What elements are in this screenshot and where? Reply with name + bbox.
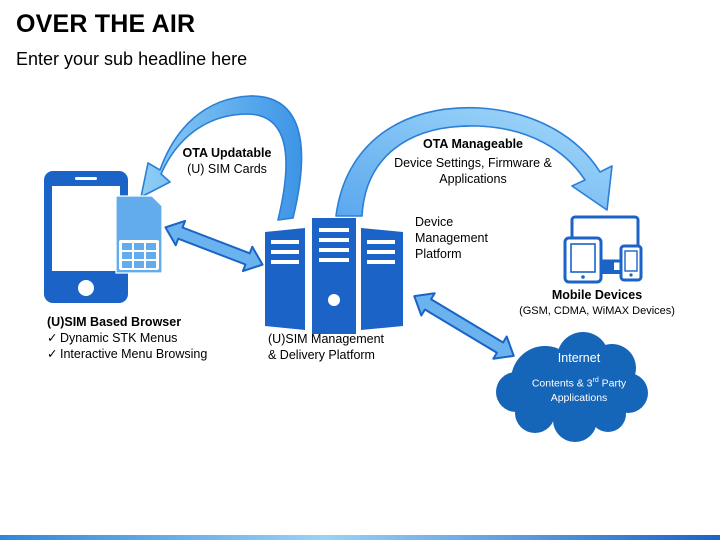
smartphone-icon [44,171,128,303]
ota-updatable-label: OTA Updatable (U) SIM Cards [172,145,282,177]
internet-title: Internet [557,351,601,365]
cloud-icon [496,332,648,442]
sim-browser-title: (U)SIM Based Browser [47,315,182,329]
multi-device-icon [563,215,643,284]
ota-manageable-line2: Applications [439,172,507,186]
sim-browser-block: (U)SIM Based Browser Dynamic STK Menus I… [47,314,247,362]
internet-line1: Contents & 3rd Party [531,377,627,390]
footer-bar [0,535,720,540]
ota-manageable-title: OTA Manageable [422,137,524,151]
arrow-server-to-devices [335,106,613,217]
ota-manageable-line1: Device Settings, Firmware & [394,156,552,170]
double-arrow-sim-server [164,219,264,273]
device-management-label: Device Management Platform [415,214,515,262]
mobile-devices-subtitle: (GSM, CDMA, WiMAX Devices) [519,305,675,317]
sim-browser-item: Dynamic STK Menus [47,330,247,346]
device-management-line2: Management [415,231,488,245]
ota-manageable-label: OTA Manageable Device Settings, Firmware… [388,136,558,187]
usim-platform-line2: & Delivery Platform [268,348,375,362]
page-subtitle: Enter your sub headline here [16,49,248,69]
arrow-server-to-sim [140,95,303,221]
server-icon [265,218,403,334]
internet-label: Internet Contents & 3rd Party Applicatio… [520,350,638,405]
mobile-devices-title: Mobile Devices [551,288,643,302]
page-title: OVER THE AIR [16,10,196,38]
ota-updatable-text: (U) SIM Cards [187,162,267,176]
mobile-devices-label: Mobile Devices (GSM, CDMA, WiMAX Devices… [508,287,686,319]
usim-platform-label: (U)SIM Management & Delivery Platform [268,331,418,363]
ota-updatable-title: OTA Updatable [182,146,272,160]
internet-line2: Applications [550,391,608,404]
device-management-line1: Device [415,215,454,229]
sim-card-icon [115,195,163,274]
device-management-line3: Platform [415,247,462,261]
usim-platform-line1: (U)SIM Management [268,332,385,346]
double-arrow-server-internet [413,292,515,360]
sim-browser-item: Interactive Menu Browsing [47,346,247,362]
